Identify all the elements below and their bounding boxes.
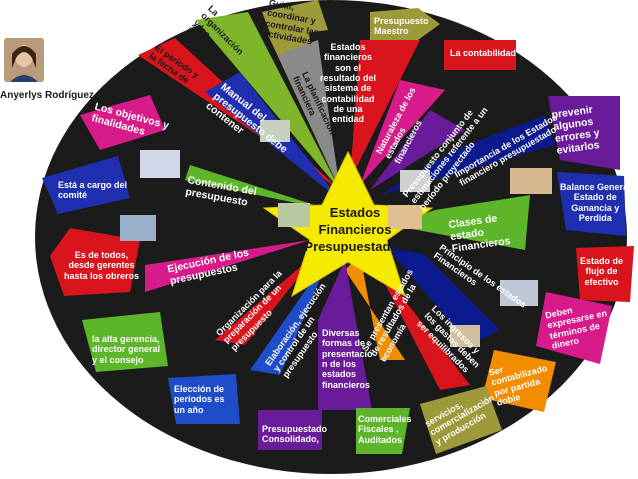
shape-objetivos bbox=[80, 95, 165, 150]
label-comerciales: Comerciales Fiscales , Auditados bbox=[358, 414, 412, 445]
photo-papers bbox=[260, 120, 290, 142]
label-flujo: Estado de flujo de efectivo bbox=[580, 256, 624, 287]
shape-flujo bbox=[576, 246, 634, 302]
author-avatar bbox=[4, 38, 44, 82]
shape-expresar bbox=[536, 292, 612, 364]
shape-prevenir bbox=[548, 96, 620, 170]
image-placeholders bbox=[120, 120, 552, 347]
shape-consolidado bbox=[258, 410, 322, 450]
wedge-ejecucion bbox=[145, 240, 310, 292]
shape-comerciales bbox=[356, 408, 410, 454]
shape-eleccion bbox=[168, 374, 240, 424]
shape-guiar bbox=[262, 0, 328, 38]
shape-gerentes bbox=[50, 228, 140, 296]
shape-servicios bbox=[420, 386, 502, 454]
photo-charts bbox=[278, 203, 310, 227]
label-contabilidad: La contabilidad bbox=[450, 48, 517, 58]
wedges bbox=[138, 12, 555, 410]
wedge-presentan bbox=[345, 255, 405, 360]
shape-contabilidad bbox=[444, 40, 516, 70]
label-diversas: Diversas formas de presentació n de los … bbox=[322, 328, 373, 390]
label-consolidado: Presupuestado Consolidado, bbox=[262, 424, 328, 445]
wedge-contenido bbox=[185, 165, 330, 210]
photo-money bbox=[388, 205, 422, 229]
wedge-planificacion bbox=[278, 40, 340, 190]
photo-document bbox=[400, 170, 430, 192]
photo-ledger bbox=[450, 325, 480, 347]
wedge-diversas bbox=[318, 260, 372, 410]
photo-coins bbox=[500, 280, 538, 306]
wedge-clases bbox=[390, 195, 530, 250]
label-estados-son: Estados financieros son el resultado del… bbox=[320, 42, 377, 125]
photo-meeting bbox=[120, 215, 156, 241]
label-eleccion: Elección de períodos es un año bbox=[174, 384, 225, 415]
photo-computer bbox=[140, 150, 180, 178]
label-presupuesto-maestro: Presupuesto Maestro bbox=[374, 16, 429, 37]
wedge-organizacion-preparacion bbox=[215, 250, 320, 345]
author-name: Anyerlys Rodríguez bbox=[0, 90, 94, 101]
wedge-principio bbox=[385, 245, 500, 345]
label-gerentes: Es de todos, desde gerentes hasta los ob… bbox=[64, 250, 140, 281]
label-prevenir: prevenir algunos errores y evitarlos bbox=[550, 103, 601, 158]
shape-balance bbox=[557, 172, 626, 236]
label-cargo-comite: Está a cargo del comité bbox=[58, 180, 128, 201]
shape-presupuesto-maestro bbox=[370, 8, 440, 40]
label-balance: Balance General Estado de Ganancia y Per… bbox=[560, 182, 631, 224]
wedge-naturaleza bbox=[360, 80, 445, 185]
label-alta-gerencia: la alta gerencia, director general y el … bbox=[92, 334, 161, 365]
shape-contabilizado bbox=[482, 350, 556, 412]
photo-calculator bbox=[510, 168, 552, 194]
shape-cargo-comite bbox=[42, 156, 130, 214]
wedge-conjunto bbox=[370, 110, 465, 190]
center-title: Estados Financieros Presupuestados bbox=[304, 205, 406, 254]
shape-alta-gerencia bbox=[82, 312, 168, 372]
wedge-organizacion bbox=[196, 12, 340, 190]
wedge-estados-son bbox=[350, 40, 420, 180]
